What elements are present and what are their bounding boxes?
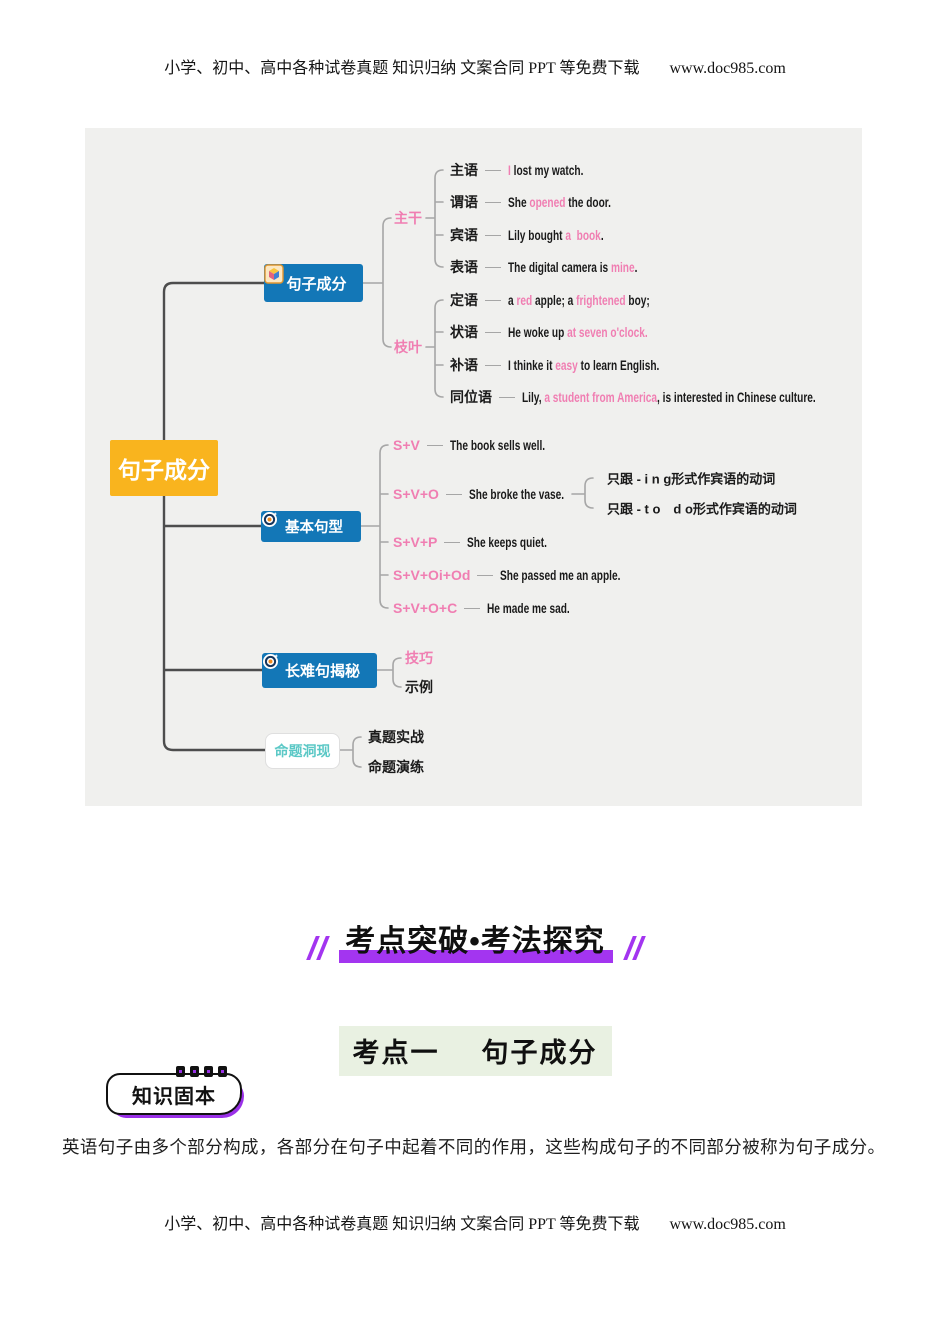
row-sentence: He made me sad. — [487, 600, 570, 616]
row-label: 同位语 — [450, 389, 492, 405]
row-svp: S+V+P She keeps quiet. — [393, 534, 574, 550]
connector-dash — [485, 266, 501, 268]
exam-point-label: 考点一 — [352, 1038, 440, 1068]
connector-dash — [485, 299, 501, 301]
branch-node-proposition-insight: 命题洞现 — [265, 733, 340, 769]
row-svo: S+V+O She broke the vase. — [393, 486, 596, 502]
row-label: S+V+O+C — [393, 600, 458, 616]
item-real-exam: 真题实战 — [368, 729, 424, 745]
row-label: 主语 — [450, 162, 478, 178]
root-node: 句子成分 — [110, 440, 218, 496]
branch-node-long-sentences: 长难句揭秘 — [262, 653, 377, 688]
row-sentence: Lily bought a book. — [508, 227, 604, 243]
branch-node-label: 句子成分 — [286, 275, 347, 293]
branch-node-sentence-elements: 句子成分 — [264, 264, 363, 302]
row-sentence: The digital camera is mine. — [508, 259, 638, 275]
footer-note: 小学、初中、高中各种试卷真题 知识归纳 文案合同 PPT 等免费下载 www.do… — [0, 1210, 950, 1234]
heading-underline-bar — [339, 950, 613, 963]
header-text: 小学、初中、高中各种试卷真题 知识归纳 文案合同 PPT 等免费下载 — [164, 60, 640, 77]
footer-text: 小学、初中、高中各种试卷真题 知识归纳 文案合同 PPT 等免费下载 — [164, 1216, 640, 1233]
row-sentence: I lost my watch. — [508, 162, 584, 178]
row-complement: 补语 I thinke it easy to learn English. — [450, 355, 710, 375]
header-note: 小学、初中、高中各种试卷真题 知识归纳 文案合同 PPT 等免费下载 www.do… — [0, 54, 950, 78]
branch-node-basic-patterns: 基本句型 — [261, 511, 361, 542]
connector-dash — [445, 493, 462, 495]
double-slash-icon — [622, 936, 646, 960]
header-url: www.doc985.com — [669, 60, 786, 77]
note-todo-verbs: 只跟 - t o d o形式作宾语的动词 — [607, 501, 797, 517]
row-subject: 主语 I lost my watch. — [450, 160, 609, 180]
badge-label: 知识固本 — [106, 1073, 242, 1115]
row-sentence: Lily, a student from America, is interes… — [522, 389, 816, 405]
row-predicate: 谓语 She opened the door. — [450, 192, 645, 212]
row-sentence: The book sells well. — [449, 437, 545, 453]
item-drill: 命题演练 — [368, 759, 424, 775]
row-sv: S+V The book sells well. — [393, 437, 577, 453]
row-adverbial: 状语 He woke up at seven o'clock. — [450, 322, 694, 342]
row-object: 宾语 Lily bought a book. — [450, 225, 636, 245]
connector-dash — [444, 541, 461, 543]
row-label: S+V+O — [393, 486, 439, 502]
row-sentence: She passed me an apple. — [500, 567, 621, 583]
knowledge-badge: 知识固本 — [106, 1066, 244, 1118]
row-sentence: a red apple; a frightened boy; — [508, 292, 650, 308]
row-label: 宾语 — [450, 227, 478, 243]
branch-node-label: 命题洞现 — [274, 743, 331, 759]
row-label: 谓语 — [450, 194, 478, 210]
body-paragraph: 英语句子由多个部分构成，各部分在句子中起着不同的作用，这些构成句子的不同部分被称… — [62, 1137, 886, 1157]
row-sentence: She keeps quiet. — [467, 534, 548, 550]
row-label: S+V+P — [393, 534, 438, 550]
exam-point-title: 句子成分 — [481, 1038, 598, 1068]
connector-dash — [426, 444, 443, 446]
row-attributive: 定语 a red apple; a frightened boy; — [450, 290, 697, 310]
connector-dash — [485, 331, 501, 333]
mindmap-panel: 句子成分 句子成分 主干 枝叶 主语 I lost my watch. 谓语 — [85, 128, 862, 806]
row-label: S+V — [393, 437, 420, 453]
item-technique: 技巧 — [405, 650, 433, 666]
group-label-trunk: 主干 — [394, 210, 422, 226]
connector-dash — [477, 574, 494, 576]
row-appositive: 同位语 Lily, a student from America, is int… — [450, 387, 914, 407]
row-label: 状语 — [450, 324, 478, 340]
row-label: 补语 — [450, 357, 478, 373]
connector-dash — [499, 396, 515, 398]
row-label: 表语 — [450, 259, 478, 275]
row-label: 定语 — [450, 292, 478, 308]
row-svoiod: S+V+Oi+Od She passed me an apple. — [393, 567, 661, 583]
row-sentence: He woke up at seven o'clock. — [508, 324, 648, 340]
section-heading-block: 考点突破•考法探究 — [0, 916, 950, 963]
double-slash-icon — [306, 936, 330, 960]
connector-dash — [485, 201, 501, 203]
exam-point-heading: 考点一 句子成分 — [338, 1026, 612, 1076]
row-predicative: 表语 The digital camera is mine. — [450, 257, 681, 277]
group-label-leaves: 枝叶 — [394, 339, 422, 355]
footer-url: www.doc985.com — [669, 1216, 786, 1233]
row-svoc: S+V+O+C He made me sad. — [393, 600, 598, 616]
branch-node-label: 基本句型 — [285, 520, 343, 536]
row-label: S+V+Oi+Od — [393, 567, 471, 583]
branch-node-label: 长难句揭秘 — [284, 663, 360, 680]
connector-dash — [464, 607, 481, 609]
section-heading: 考点突破•考法探究 — [345, 925, 605, 958]
row-sentence: I thinke it easy to learn English. — [508, 357, 660, 373]
mindmap-connectors — [162, 169, 594, 768]
badge-tabs-decoration — [176, 1066, 227, 1077]
row-sentence: She opened the door. — [508, 194, 611, 210]
row-sentence: She broke the vase. — [468, 486, 565, 502]
note-ing-verbs: 只跟 - i n g形式作宾语的动词 — [607, 471, 776, 487]
connector-dash — [485, 364, 501, 366]
connector-dash — [485, 169, 501, 171]
exam-point-heading-block: 考点一 句子成分 — [0, 1026, 950, 1076]
connector-dash — [485, 234, 501, 236]
item-example: 示例 — [405, 679, 433, 695]
